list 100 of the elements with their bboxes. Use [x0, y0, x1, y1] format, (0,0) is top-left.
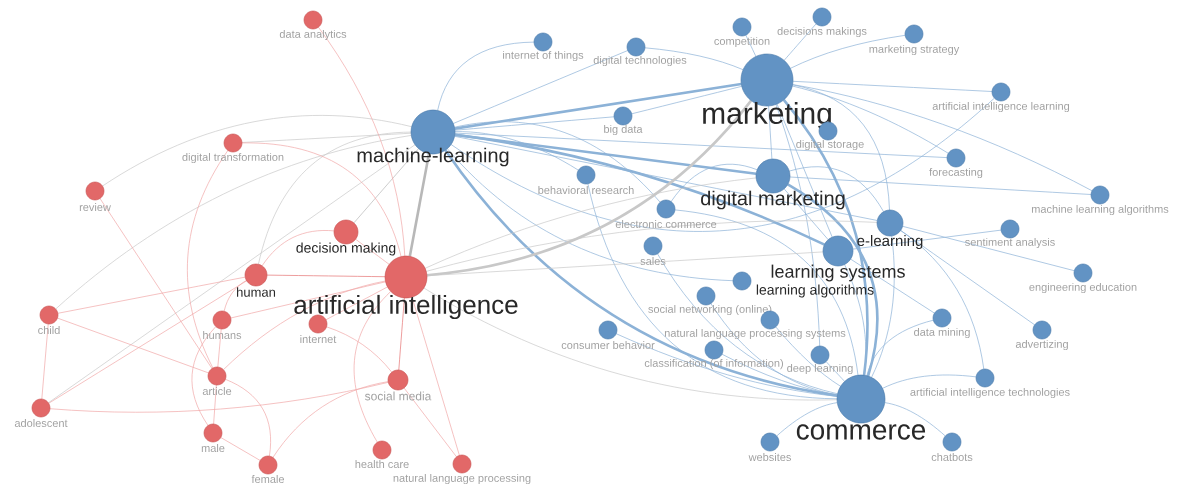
link-line: [670, 163, 758, 202]
link-line: [852, 229, 1002, 250]
link-line: [398, 297, 405, 371]
node-label: internet of things: [503, 50, 584, 62]
link-line: [48, 144, 416, 404]
node-label: social media: [364, 391, 432, 401]
link-line: [325, 286, 388, 321]
keyword-bubble: machine-learning: [357, 109, 509, 167]
link-line: [454, 82, 742, 130]
link-line: [454, 133, 826, 246]
link-line: [187, 150, 229, 369]
link-line: [99, 198, 213, 369]
node-label: decision making: [296, 242, 396, 256]
keyword-bubble: behavioral research: [538, 165, 634, 195]
keyword-bubble: child: [38, 305, 60, 335]
keyword-bubble: marketing strategy: [869, 24, 960, 56]
keyword-bubble: data mining: [914, 308, 970, 339]
keyword-bubble: adolescent: [14, 398, 68, 428]
link-line: [871, 235, 895, 378]
link-line: [241, 142, 402, 257]
link-line: [191, 326, 217, 426]
link-line: [792, 84, 1093, 192]
node-label: adolescent: [14, 418, 68, 428]
node-label: article: [202, 386, 232, 396]
link-line: [446, 148, 734, 282]
link-line: [454, 121, 661, 203]
node-label: machine-learning: [357, 147, 509, 167]
keyword-bubble: marketing: [703, 53, 831, 130]
link-line: [318, 26, 406, 257]
node-label: social networking (online): [648, 304, 772, 316]
link-line: [225, 378, 271, 457]
link-line: [775, 104, 821, 347]
keyword-bubble: human: [237, 263, 276, 297]
node-label: digital transformation: [182, 152, 284, 164]
link-line: [782, 99, 869, 376]
link-line: [674, 209, 859, 376]
node-label: humans: [203, 330, 242, 340]
link-line: [55, 135, 412, 310]
node-label: data mining: [914, 327, 970, 339]
link-line: [423, 287, 838, 401]
link-line: [792, 80, 993, 92]
link-line: [425, 220, 878, 272]
link-line: [789, 176, 1092, 195]
keyword-bubble: artificial intelligence learning: [932, 82, 1070, 113]
keyword-bubble: internet of things: [503, 32, 584, 62]
link-line: [783, 23, 817, 61]
link-line: [48, 280, 247, 404]
link-line: [355, 238, 390, 265]
link-line: [266, 274, 386, 278]
link-line: [454, 116, 615, 131]
link-line: [850, 258, 935, 314]
node-label: review: [79, 202, 111, 212]
node-label: health care: [355, 459, 409, 469]
node-label: big data: [604, 124, 643, 136]
link-line: [220, 437, 261, 461]
node-label: behavioral research: [538, 185, 634, 195]
link-line: [866, 319, 934, 377]
link-line: [408, 153, 431, 257]
node-label: natural language processing systems: [664, 328, 846, 340]
node-label: forecasting: [929, 167, 983, 179]
link-line: [788, 166, 884, 213]
node-label: learning algorithms: [756, 284, 874, 298]
link-line: [102, 115, 412, 187]
link-line: [710, 303, 838, 396]
node-label: decisions makings: [777, 26, 867, 38]
node-label: child: [38, 325, 60, 335]
node-label: engineering education: [1029, 282, 1137, 294]
keyword-bubble: competition: [714, 17, 770, 48]
link-line: [884, 402, 946, 437]
link-line: [444, 149, 838, 397]
keyword-bubble: male: [201, 423, 225, 453]
keyword-bubble: artificial intelligence technologies: [910, 368, 1070, 399]
keyword-bubble: decisions makings: [777, 7, 867, 38]
link-line: [213, 384, 217, 425]
node-label: natural language processing: [393, 473, 531, 485]
keyword-bubble: review: [79, 181, 111, 212]
link-line: [49, 381, 389, 413]
link-line: [615, 333, 838, 397]
link-line: [787, 183, 879, 377]
keyword-bubble: e-learning: [857, 209, 923, 249]
node-label: data analytics: [279, 29, 347, 41]
node-label: e-learning: [857, 235, 923, 249]
link-line: [791, 85, 949, 154]
link-line: [223, 280, 386, 371]
node-label: internet: [300, 334, 337, 344]
link-line: [353, 148, 419, 224]
keyword-bubble: websites: [748, 432, 791, 462]
node-label: competition: [714, 36, 770, 48]
node-label: artificial intelligence learning: [932, 101, 1070, 113]
link-line: [776, 402, 838, 437]
link-line: [631, 85, 743, 115]
link-line: [783, 188, 829, 241]
link-line: [57, 276, 246, 314]
link-line: [57, 317, 209, 374]
link-line: [776, 103, 833, 238]
link-line: [326, 326, 393, 373]
node-label: human: [237, 287, 276, 297]
keyword-bubble: sentiment analysis: [965, 219, 1055, 249]
node-label: commerce: [796, 424, 926, 440]
link-line: [902, 225, 1075, 272]
